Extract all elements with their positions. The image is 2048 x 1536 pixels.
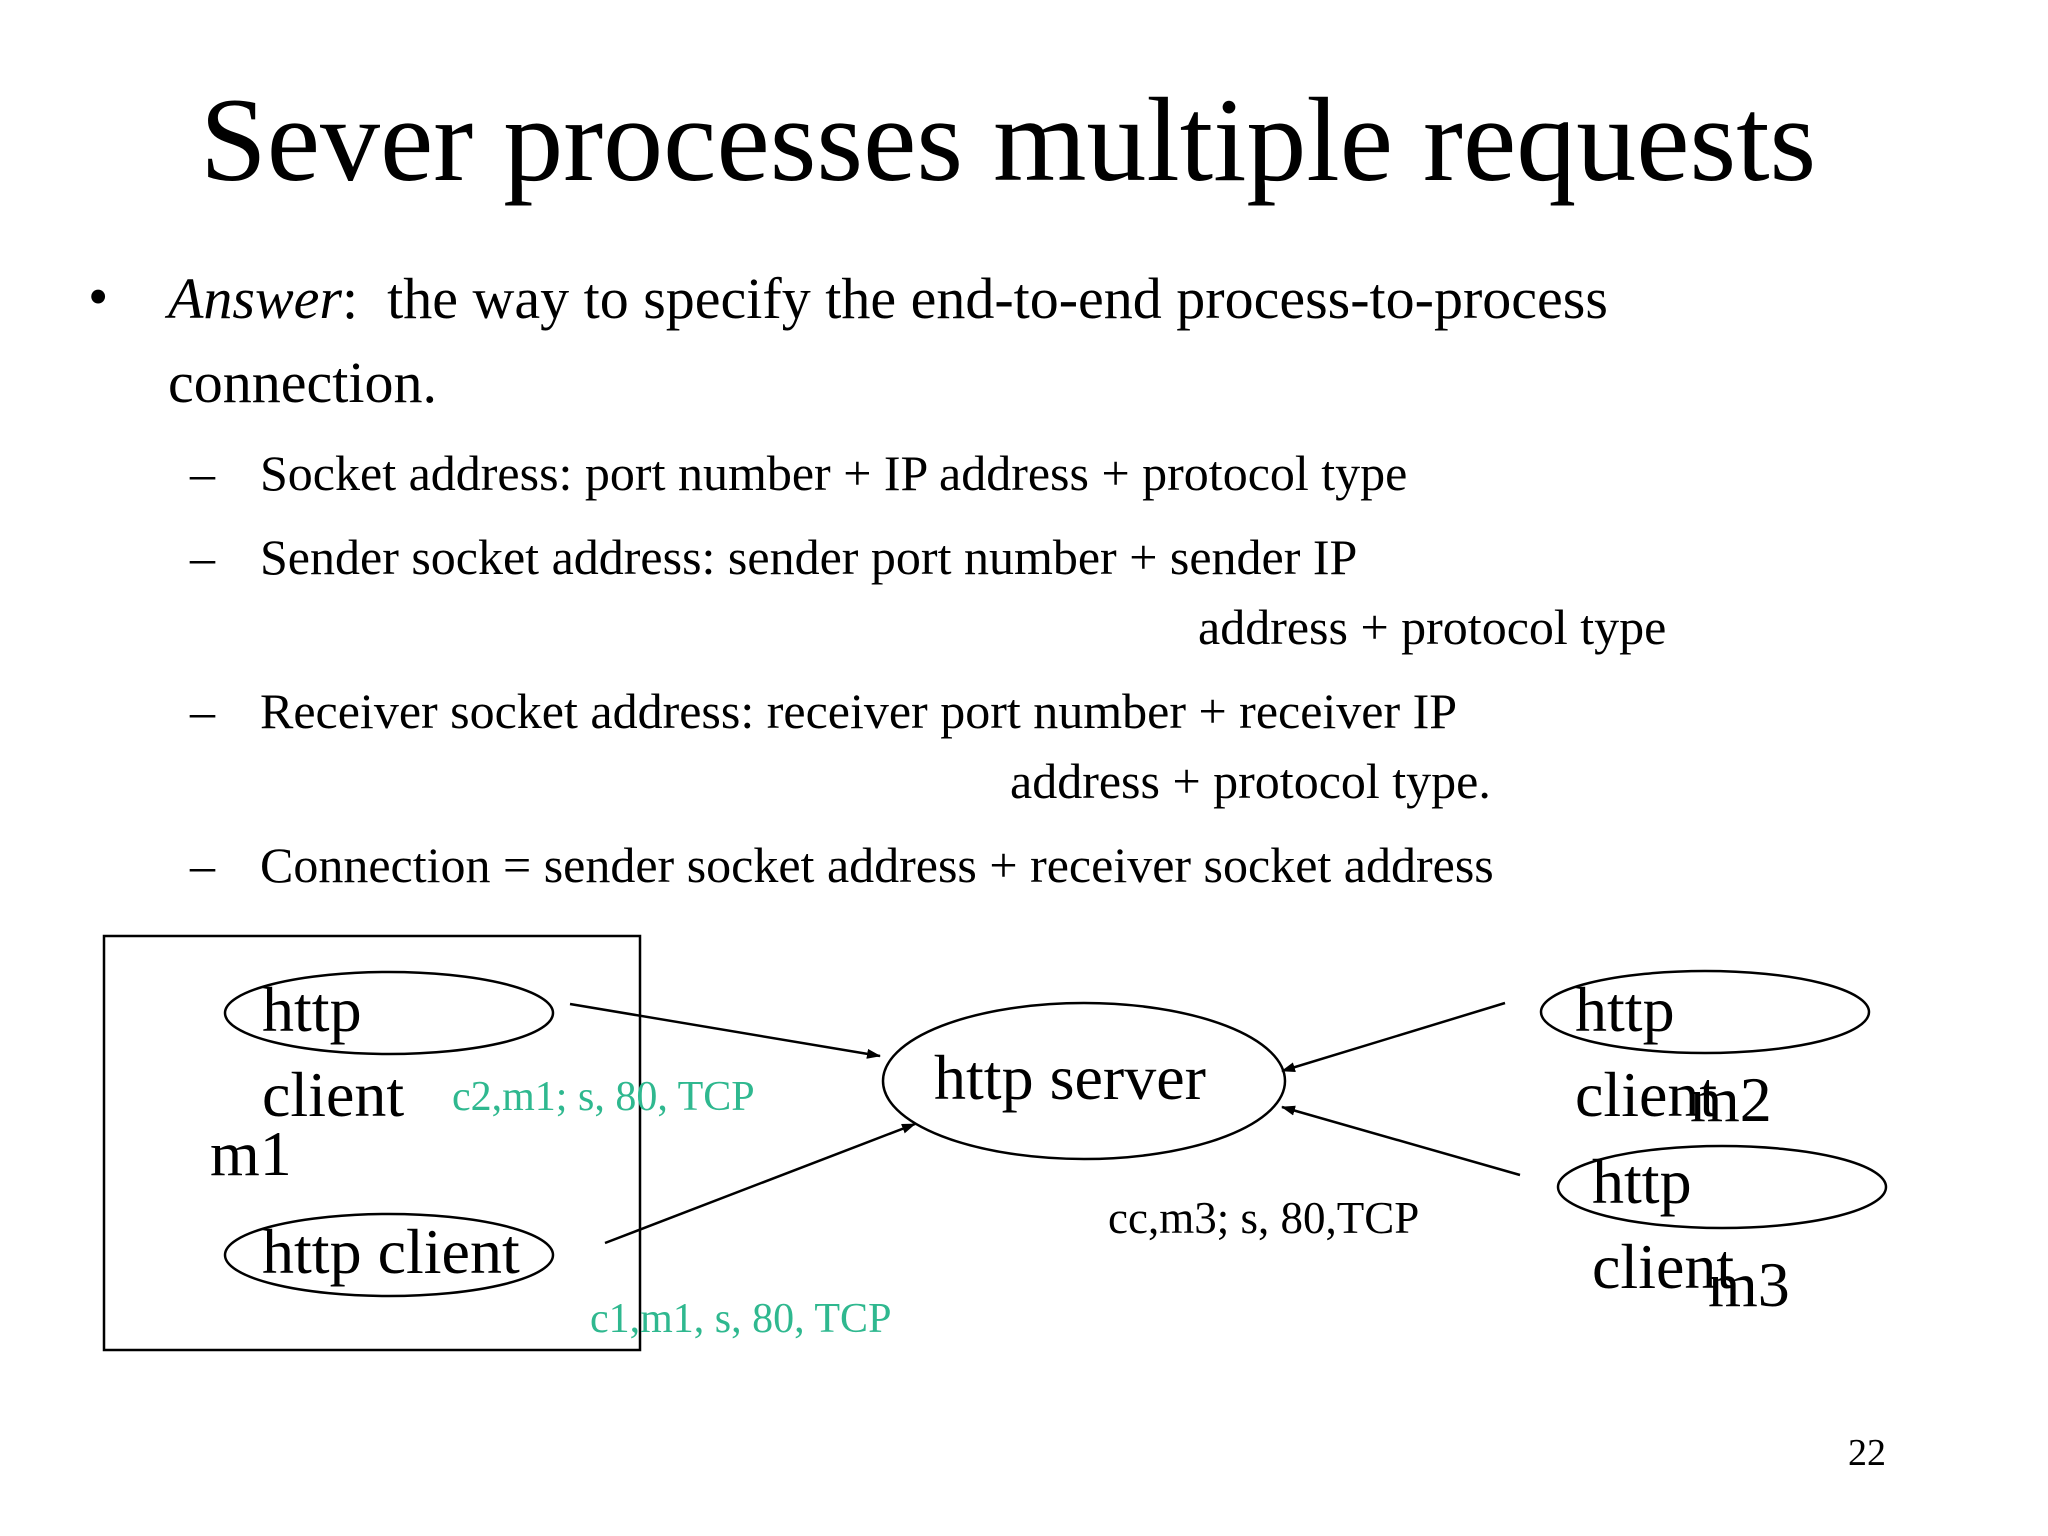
- client-oval-1: [223, 970, 555, 1056]
- client1-label-line1: http: [262, 974, 362, 1045]
- client-oval-2: [223, 1212, 555, 1298]
- sub-item-connection: Connection = sender socket address + rec…: [260, 837, 1494, 893]
- machine-m1-box: [102, 934, 642, 1352]
- arrow-client3-to-server: [1281, 1001, 1506, 1073]
- bullet-line-2: connection.: [168, 350, 437, 415]
- page-number: 22: [1848, 1432, 1886, 1474]
- sub-item-receiver-socket: Receiver socket address: receiver port n…: [260, 683, 1458, 739]
- client-oval-3: [1539, 969, 1871, 1055]
- machine-m3-label: m3: [1708, 1249, 1790, 1320]
- sub-item-receiver-socket-cont: address + protocol type.: [1010, 753, 1491, 809]
- sub-item-dash: –: [190, 445, 215, 501]
- client-oval-4: [1556, 1144, 1888, 1230]
- connection-label-cc: cc,m3; s, 80,TCP: [1108, 1193, 1420, 1243]
- sub-item-dash: –: [190, 683, 215, 739]
- client2-label: http client: [262, 1216, 520, 1287]
- sub-item-sender-socket: Sender socket address: sender port numbe…: [260, 529, 1358, 585]
- client4-label-line1: http: [1592, 1146, 1692, 1217]
- server-label: http server: [934, 1042, 1206, 1113]
- bullet-line-1: Answer: the way to specify the end-to-en…: [168, 270, 1608, 328]
- sub-item-dash: –: [190, 837, 215, 893]
- arrow-client4-to-server: [1281, 1105, 1521, 1177]
- machine-m2-label: m2: [1690, 1064, 1772, 1135]
- bullet-emphasis: Answer: [168, 266, 342, 331]
- client1-label-line2: client: [262, 1059, 405, 1130]
- bullet-colon: :: [342, 266, 359, 331]
- sub-item-sender-socket-cont: address + protocol type: [1198, 599, 1667, 655]
- server-oval: [881, 1001, 1287, 1161]
- connection-label-c2: c2,m1; s, 80, TCP: [452, 1074, 755, 1120]
- sub-item-socket-address: Socket address: port number + IP address…: [260, 445, 1408, 501]
- slide-title: Sever processes multiple requests: [200, 73, 1817, 206]
- client3-label-line1: http: [1575, 974, 1675, 1045]
- arrow-client1-to-server: [569, 1002, 881, 1059]
- client4-label-line2: client: [1592, 1231, 1735, 1302]
- connection-label-c1: c1,m1, s, 80, TCP: [590, 1296, 892, 1342]
- sub-item-dash: –: [190, 529, 215, 585]
- machine-m1-label: m1: [210, 1118, 292, 1189]
- client3-label-line2: client: [1575, 1059, 1718, 1130]
- bullet-dot: •: [88, 264, 109, 329]
- bullet-text-1: the way to specify the end-to-end proces…: [387, 266, 1608, 331]
- arrow-client2-to-server: [604, 1122, 916, 1245]
